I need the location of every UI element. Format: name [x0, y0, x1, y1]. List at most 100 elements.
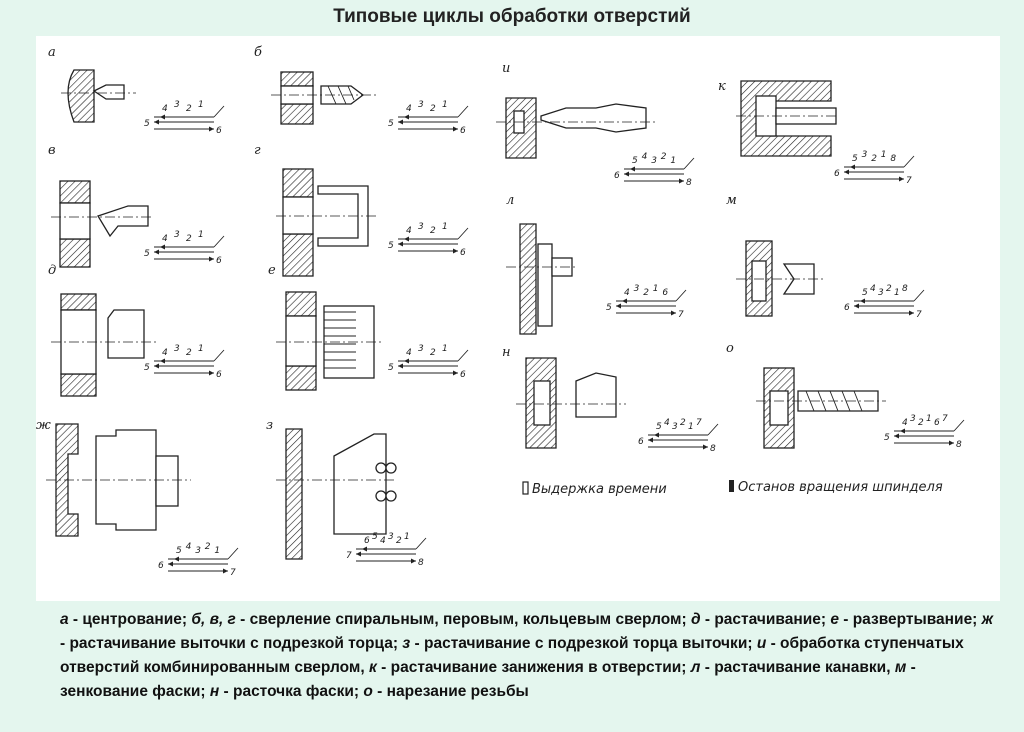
cycle-step-label: 6 — [216, 370, 222, 380]
panel-letter: б — [254, 45, 262, 60]
arrow-head-icon — [160, 244, 165, 250]
panel-letter: е — [268, 263, 276, 278]
arrow-head-icon — [404, 358, 409, 364]
caption-text: - обработка ступенчатых отверстий комбин… — [60, 635, 964, 676]
caption-text: - растачивание с подрезкой торца выточки… — [410, 635, 757, 652]
caption-text: - нарезание резьбы — [372, 683, 529, 700]
cycle-step-label: 5 — [144, 119, 150, 129]
cycle-step-label: 7 — [678, 310, 684, 320]
arrow-head-icon — [398, 241, 403, 247]
caption-key: и — [756, 635, 767, 652]
cycle-arrow — [457, 349, 469, 362]
cycle-arrow — [707, 423, 719, 436]
cycle-arrow — [457, 227, 469, 240]
workpiece-section — [60, 293, 97, 311]
cycle-step-label: 6 — [844, 303, 850, 313]
caption-key: н — [209, 683, 220, 700]
arrow-head-icon — [160, 358, 165, 364]
cycle-step-label: 4 — [664, 418, 670, 428]
panel-letter: к — [718, 79, 726, 94]
cycle-step-label: 3 — [388, 532, 394, 542]
cycle-step-label: 4 — [642, 152, 648, 162]
cycle-step-label: 2 — [430, 226, 436, 236]
cycle-step-label: 4 — [870, 284, 876, 294]
workpiece-section — [59, 180, 91, 204]
workpiece-section — [285, 291, 317, 317]
cycle-step-label: 4 — [162, 234, 168, 244]
cycle-step-label: 7 — [230, 568, 236, 578]
cycle-step-label: 1 — [894, 288, 900, 298]
cycle-step-label: 6 — [638, 437, 644, 447]
workpiece-section — [67, 69, 95, 123]
panel-letter: л — [506, 193, 514, 208]
panel-letter: ж — [36, 418, 51, 433]
caption-text: - растачивание; — [700, 611, 831, 628]
caption-key: к — [368, 659, 377, 676]
arrow-head-icon — [844, 169, 849, 175]
legend-spindle-stop: Останов вращения шпинделя — [738, 480, 943, 495]
arrow-head-icon — [679, 178, 684, 184]
cycle-step-label: 7 — [916, 310, 922, 320]
cycle-step-label: 2 — [186, 234, 192, 244]
cycle-step-label: 6 — [460, 248, 466, 258]
cycle-arrow — [913, 289, 925, 302]
panel-letter: в — [48, 143, 56, 158]
cycle-step-label: 7 — [942, 414, 948, 424]
arrow-head-icon — [703, 444, 708, 450]
arrow-head-icon — [949, 440, 954, 446]
arrow-head-icon — [411, 558, 416, 564]
legend-dwell: Выдержка времени — [532, 482, 667, 497]
arrow-head-icon — [453, 248, 458, 254]
arrow-head-icon — [850, 164, 855, 170]
cycle-step-label: 4 — [186, 542, 192, 552]
cycle-step-label: 2 — [680, 418, 686, 428]
cycle-step-label: 5 — [606, 303, 612, 313]
cycle-arrow — [457, 105, 469, 118]
figure-caption: а - центрование; б, в, г - сверление спи… — [60, 608, 1000, 704]
cycle-step-label: 6 — [614, 171, 620, 181]
arrow-head-icon — [362, 546, 367, 552]
cycle-step-label: 5 — [656, 422, 662, 432]
cycle-step-label: 1 — [442, 222, 448, 232]
cycle-step-label: 4 — [902, 418, 908, 428]
cycle-step-label: 1 — [442, 344, 448, 354]
cycle-step-label: 4 — [380, 536, 386, 546]
cycle-step-label: 5 — [388, 363, 394, 373]
arrow-head-icon — [223, 568, 228, 574]
cycle-step-label: 3 — [174, 344, 180, 354]
cycle-step-label: 6 — [662, 288, 668, 298]
panel-letter: д — [48, 263, 56, 278]
cycle-step-label: 8 — [902, 284, 908, 294]
arrow-head-icon — [899, 176, 904, 182]
panel-letter: н — [502, 345, 511, 360]
cycle-step-label: 2 — [430, 348, 436, 358]
cycle-step-label: 2 — [396, 536, 402, 546]
caption-text: - растачивание канавки, — [700, 659, 895, 676]
bore — [285, 315, 317, 367]
cycle-step-label: 1 — [198, 344, 204, 354]
arrow-head-icon — [854, 303, 859, 309]
caption-text: - сверление спиральным, перовым, кольцев… — [235, 611, 691, 628]
cycle-step-label: 1 — [653, 284, 659, 294]
cycle-step-label: 1 — [198, 100, 204, 110]
arrow-head-icon — [154, 249, 159, 255]
arrow-head-icon — [160, 114, 165, 120]
cycle-step-label: 3 — [195, 546, 201, 556]
cycle-step-label: 6 — [460, 126, 466, 136]
cycle-step-label: 5 — [144, 363, 150, 373]
legend: Выдержка времени Останов вращения шпинде… — [522, 480, 943, 497]
arrow-head-icon — [168, 561, 173, 567]
cycle-step-label: 5 — [372, 532, 378, 542]
caption-text: - зенкование фаски; — [60, 659, 916, 700]
boring-tool-icon — [333, 433, 387, 535]
cycle-arrow — [683, 157, 695, 170]
